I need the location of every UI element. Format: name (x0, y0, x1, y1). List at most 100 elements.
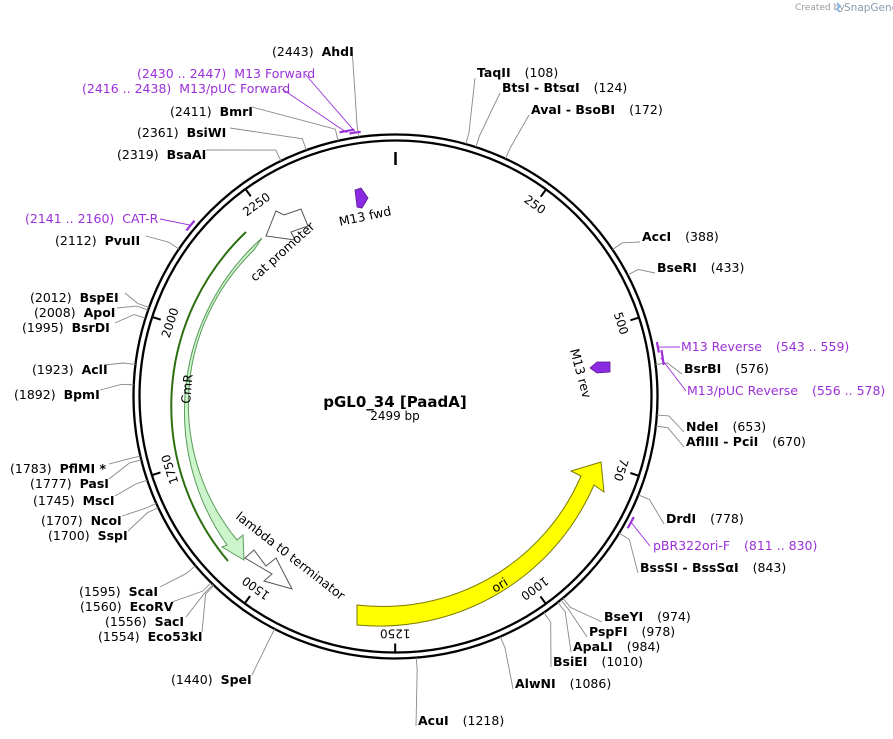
primer-mark[interactable] (339, 128, 355, 134)
site-leader-line (201, 585, 215, 633)
primer-marks (185, 128, 665, 529)
primer-label[interactable]: M13/pUC Reverse(556 .. 578) (687, 383, 885, 398)
backbone-outer-circle (132, 133, 659, 660)
primer-label[interactable]: (2416 .. 2438)M13/pUC Forward (82, 81, 290, 96)
site-label[interactable]: (1556)SacI (105, 614, 184, 629)
site-leader-line (124, 292, 150, 308)
site-leader-line (114, 479, 148, 497)
site-leader-line (251, 106, 339, 141)
site-label[interactable]: (2008)ApoI (34, 305, 115, 320)
leader-lines (99, 47, 687, 727)
site-label[interactable]: DrdI(778) (666, 511, 744, 526)
site-label[interactable]: BsiEI(1010) (553, 654, 643, 669)
site-label[interactable]: AflIII - PciI(670) (686, 434, 806, 449)
feature-cat-promoter[interactable] (265, 208, 309, 241)
primer-labels: (2430 .. 2447)M13 Forward (2416 .. 2438)… (25, 66, 885, 553)
site-label[interactable]: BseRI(433) (657, 260, 744, 275)
site-label[interactable]: (2361)BsiWI (137, 125, 226, 140)
site-label[interactable]: (1745)MscI (33, 493, 115, 508)
site-leader-line (655, 425, 685, 448)
site-leader-line (627, 268, 656, 276)
site-label[interactable]: (2443)AhdI (272, 44, 354, 59)
site-label[interactable]: BssSI - BssSαI(843) (640, 560, 786, 575)
ruler-tick (539, 595, 547, 605)
site-leader-line (612, 241, 641, 250)
ruler-tick (244, 188, 252, 197)
site-label[interactable]: BtsI - BtsαI(124) (502, 80, 627, 95)
site-leader-line (114, 314, 146, 324)
feature-ori[interactable] (356, 461, 605, 627)
site-label[interactable]: BsrBI(576) (684, 361, 769, 376)
feature-lambda-t0-terminator[interactable] (244, 549, 293, 590)
site-label[interactable]: PspFI(978) (589, 624, 675, 639)
site-leader-line (159, 565, 196, 588)
site-leader-line (499, 636, 514, 690)
site-label[interactable]: (2112)PvuII (55, 233, 140, 248)
site-label[interactable]: ApaLI(984) (573, 639, 660, 654)
plasmid-length: 2499 bp (370, 409, 420, 423)
site-label[interactable]: (1560)EcoRV (80, 599, 174, 614)
site-label[interactable]: (1700)SspI (48, 528, 128, 543)
site-label[interactable]: AvaI - BsoBI(172) (531, 102, 663, 117)
ruler-tick-label: 250 (521, 192, 548, 217)
site-leader-line (185, 584, 214, 618)
site-leader-line (108, 455, 141, 465)
site-label[interactable]: (1440)SpeI (171, 672, 252, 687)
primer-mark[interactable] (185, 220, 196, 232)
site-label[interactable]: BseYI(974) (604, 609, 691, 624)
site-label[interactable]: (1995)BsrDI (22, 320, 110, 335)
site-label[interactable]: (1707)NcoI (41, 513, 122, 528)
site-label[interactable]: (2411)BmrI (170, 104, 253, 119)
feature-cmr[interactable] (184, 237, 263, 561)
site-label[interactable]: AcuI(1218) (418, 713, 504, 728)
site-label[interactable]: (1554)Eco53kI (98, 629, 202, 644)
site-leader-line (465, 77, 476, 145)
site-label[interactable]: (2319)BsaAI (117, 147, 206, 162)
site-label[interactable]: (1783)PflMI * (10, 461, 106, 476)
feature-label-ori: ori (489, 574, 511, 595)
feature-cmr-orf-line (170, 231, 247, 562)
site-label[interactable]: (1923)AclI (32, 362, 108, 377)
ruler-tick (151, 471, 161, 477)
site-leader-line (475, 92, 501, 148)
site-leader-line (562, 597, 603, 623)
plasmid-name: pGL0_34 [PaadA] (323, 393, 467, 411)
site-label[interactable]: TaqII(108) (477, 65, 558, 80)
primer-mark[interactable] (626, 516, 635, 529)
site-labels-left: (2443)AhdI (2411)BmrI (2361)BsiWI (2319)… (10, 44, 354, 687)
feature-label-m13-rev: M13 rev (567, 347, 595, 400)
feature-m13-rev-arrow[interactable] (589, 361, 611, 374)
primer-label[interactable]: pBR322ori-F(811 .. 830) (653, 538, 817, 553)
site-label[interactable]: AlwNI(1086) (515, 676, 611, 691)
site-leader-line (116, 305, 149, 311)
ruler-tick-label: 500 (611, 310, 631, 336)
site-label[interactable]: (1777)PasI (30, 476, 109, 491)
site-leader-line (127, 507, 159, 532)
site-leader-line (121, 503, 157, 517)
site-leader-line (560, 599, 588, 638)
primer-mark[interactable] (660, 349, 665, 365)
primer-leader-line (304, 73, 356, 132)
site-label[interactable]: (2012)BspEI (30, 290, 119, 305)
site-leader-line (171, 582, 212, 603)
primer-mark[interactable] (655, 341, 660, 353)
snapgene-logo-icon (835, 2, 842, 13)
site-label[interactable]: (1595)ScaI (79, 584, 158, 599)
site-leader-line (99, 383, 134, 391)
site-leader-line (205, 149, 282, 162)
site-label[interactable]: AccI(388) (642, 229, 719, 244)
site-leader-line (543, 612, 552, 668)
site-label[interactable]: NdeI(653) (686, 419, 766, 434)
primer-label[interactable]: M13 Reverse(543 .. 559) (681, 339, 849, 354)
primer-label[interactable]: (2141 .. 2160)CAT-R (25, 211, 159, 226)
site-leader-line (229, 127, 307, 151)
ruler-tick-label: 2000 (159, 306, 182, 339)
site-label[interactable]: (1892)BpmI (14, 387, 100, 402)
feature-m13-fwd-arrow[interactable] (354, 187, 369, 209)
site-leader-line (145, 235, 180, 250)
feature-label-cmr: CmR (178, 373, 196, 404)
site-leader-line (618, 532, 639, 574)
primer-label[interactable]: (2430 .. 2447)M13 Forward (137, 66, 315, 81)
primer-mark[interactable] (349, 130, 361, 135)
